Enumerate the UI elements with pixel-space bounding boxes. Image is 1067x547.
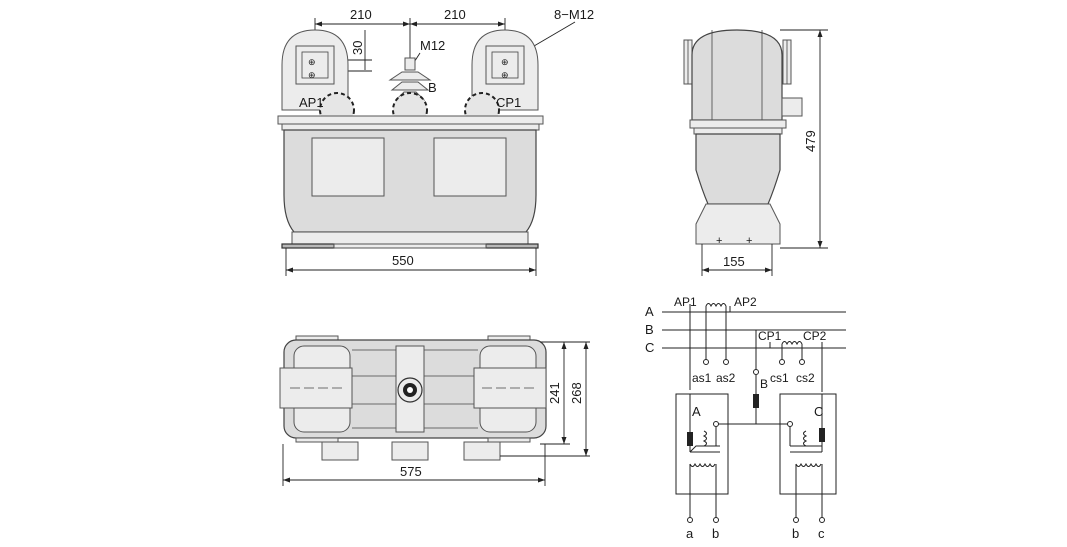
label-cp2: CP2 (803, 329, 827, 343)
label-b-front: B (428, 80, 437, 95)
label-cs2: cs2 (796, 371, 815, 385)
top-view: 241 268 575 (279, 335, 590, 486)
out-b-right: b (792, 526, 799, 541)
right-box-label: C (814, 404, 823, 419)
svg-text:+: + (716, 235, 722, 247)
dim-8-m12: 8−M12 (554, 7, 594, 22)
left-box-label: A (692, 404, 701, 419)
out-c: c (818, 526, 825, 541)
label-cp1: CP1 (496, 95, 521, 110)
dim-575: 575 (400, 464, 422, 479)
label-ap1: AP1 (299, 95, 324, 110)
label-cp1-wiring: CP1 (758, 329, 782, 343)
svg-text:⊕: ⊕ (501, 70, 509, 80)
label-as2: as2 (716, 371, 736, 385)
label-ap1-wiring: AP1 (674, 295, 697, 309)
side-view: + + 479 155 (683, 29, 828, 276)
dim-550: 550 (392, 253, 414, 268)
dim-210-right: 210 (444, 7, 466, 22)
svg-text:⊕: ⊕ (308, 57, 316, 67)
svg-text:+: + (746, 235, 752, 247)
dim-30: 30 (350, 41, 365, 55)
bus-a-label: A (645, 304, 654, 319)
label-ap2: AP2 (734, 295, 757, 309)
dim-210-left: 210 (350, 7, 372, 22)
svg-text:⊕: ⊕ (501, 57, 509, 67)
front-view: 210 210 8−M12 30 M12 ⊕ ⊕ ⊕ ⊕ AP1 (277, 7, 594, 276)
dim-479: 479 (803, 130, 818, 152)
out-a: a (686, 526, 694, 541)
svg-text:⊕: ⊕ (308, 70, 316, 80)
label-m12: M12 (420, 38, 445, 53)
dim-241: 241 (547, 382, 562, 404)
label-b-mid: B (760, 377, 768, 391)
dim-268: 268 (569, 382, 584, 404)
label-as1: as1 (692, 371, 712, 385)
out-b-left: b (712, 526, 719, 541)
bus-b-label: B (645, 322, 654, 337)
label-cs1: cs1 (770, 371, 789, 385)
bus-c-label: C (645, 340, 654, 355)
wiring-diagram: A B C AP1 AP2 CP1 CP2 as1 as2 cs1 cs2 B (645, 295, 846, 541)
dim-155: 155 (723, 254, 745, 269)
